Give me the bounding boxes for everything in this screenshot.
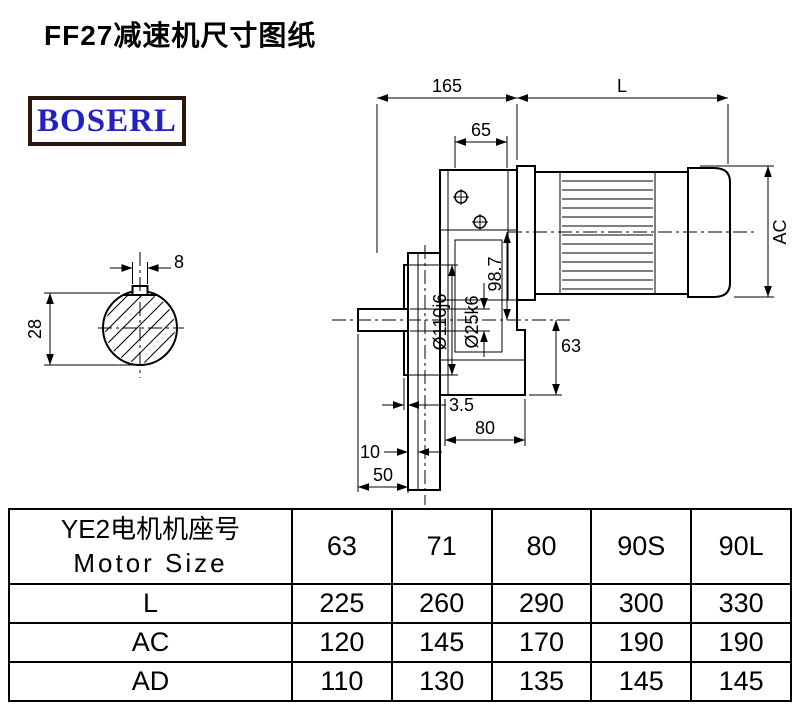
cell-AC-63: 120 [291,622,393,663]
header-col-71: 71 [390,508,493,585]
dim-98-7-label: 98.7 [485,256,505,291]
dim-50-label: 50 [373,465,393,485]
table-row-L: L 225 260 290 300 330 [8,583,792,624]
dim-L-label: L [617,76,627,96]
page-title: FF27减速机尺寸图纸 [44,20,317,51]
dim-28-label: 28 [25,319,45,339]
row-label-AC: AC [8,622,293,663]
header-col-90L: 90L [690,508,792,585]
cell-L-90L: 330 [690,583,792,624]
cell-AD-80: 135 [490,661,593,702]
table-row-AC: AC 120 145 170 190 190 [8,622,792,663]
cell-AD-71: 130 [390,661,493,702]
dim-80-label: 80 [475,418,495,438]
motor-cooling-fins [562,180,653,290]
dim-3-5-label: 3.5 [449,395,474,415]
header-label-en: Motor Size [73,547,228,578]
dim-110-label: Ø110j6 [430,294,450,351]
cell-AC-80: 170 [490,622,593,663]
dimension-labels: 165 L 65 AC Ø110j6 Ø25k6 98.7 63 3.5 80 … [25,76,790,485]
section-hatching [105,295,175,363]
cell-AC-71: 145 [390,622,493,663]
cell-L-71: 260 [390,583,493,624]
gearbox-main-view [332,165,756,505]
table-row-AD: AD 110 130 135 145 145 [8,661,792,702]
dim-AC-label: AC [770,219,790,244]
bolt-hole-1-cross [453,189,469,205]
header-label-cn: YE2电机机座号 [60,513,241,544]
cell-AD-63: 110 [291,661,393,702]
gearbox-housing [439,169,526,396]
motor-flange [516,165,536,301]
header-col-90S: 90S [590,508,693,585]
flange-plate [407,252,441,491]
shaft-section-view [98,252,184,378]
cell-AC-90L: 190 [690,622,792,663]
dim-25-label: Ø25k6 [462,295,482,348]
row-label-L: L [8,583,293,624]
dim-65-label: 65 [471,120,491,140]
cell-L-90S: 300 [590,583,693,624]
cell-AC-90S: 190 [590,622,693,663]
bolt-hole-2-cross [472,214,488,230]
header-label-cell: YE2电机机座号 Motor Size [8,508,293,585]
table-header-row: YE2电机机座号 Motor Size 63 71 80 90S 90L [8,508,792,585]
dimension-drawing: 165 L 65 AC Ø110j6 Ø25k6 98.7 63 3.5 80 … [25,76,790,505]
cell-AD-90S: 145 [590,661,693,702]
dim-8-label: 8 [174,252,184,272]
dim-63-label: 63 [561,336,581,356]
header-col-80: 80 [490,508,593,585]
header-col-63: 63 [291,508,393,585]
cell-AD-90L: 145 [690,661,792,702]
dimension-lines [44,94,774,493]
row-label-AD: AD [8,661,293,702]
cell-L-80: 290 [490,583,593,624]
dim-165-label: 165 [432,76,462,96]
cell-L-63: 225 [291,583,393,624]
boserl-logo-text: BOSERL [37,102,177,139]
motor-size-table: YE2电机机座号 Motor Size 63 71 80 90S 90L L 2… [8,508,792,702]
dim-10-label: 10 [360,442,380,462]
boserl-logo: BOSERL [28,96,186,146]
